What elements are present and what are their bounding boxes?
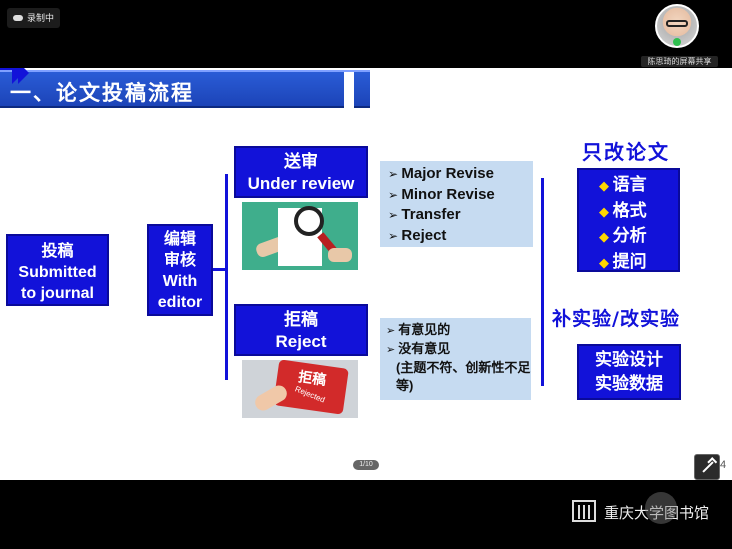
- heading-revise-only: 只改论文: [582, 140, 670, 164]
- under-review-box: 送审 Under review: [234, 146, 368, 198]
- magnifier-icon: [294, 206, 324, 236]
- submitted-line3: to journal: [21, 285, 94, 302]
- list-item: 没有意见: [386, 340, 531, 359]
- submitted-line2: Submitted: [18, 264, 97, 281]
- presenter-name: 陈思琦的屏幕共享: [641, 56, 718, 67]
- list-item: 格式: [599, 199, 678, 225]
- hand-shape: [328, 248, 352, 262]
- presenter-panel[interactable]: 陈思琦的屏幕共享: [641, 4, 718, 68]
- experiment-line2: 实验数据: [595, 374, 663, 393]
- list-item: Reject: [388, 226, 533, 247]
- editor-line1: 编辑: [163, 231, 196, 248]
- submitted-line1: 投稿: [41, 243, 74, 260]
- shared-slide: 一、论文投稿流程 投稿 Submitted to journal 编辑 审核 W…: [0, 68, 732, 480]
- review-line2: Under review: [247, 174, 355, 193]
- reject-key-image: 拒稿 Rejected: [242, 360, 358, 418]
- reject-reasons-list: 有意见的 没有意见 (主题不符、创新性不足等): [380, 318, 531, 400]
- list-item: Minor Revise: [388, 185, 533, 206]
- mic-icon: [673, 38, 681, 46]
- cloud-icon: [13, 15, 23, 21]
- magnifier-image: [242, 202, 358, 270]
- editor-line3: With: [162, 273, 198, 290]
- slide-title: 一、论文投稿流程: [10, 80, 194, 105]
- page-indicator[interactable]: 1/10: [353, 460, 379, 470]
- expand-button[interactable]: [694, 454, 720, 480]
- bracket-right: [541, 178, 544, 386]
- experiment-box: 实验设计 实验数据: [577, 344, 681, 400]
- heading-experiment: 补实验/改实验: [552, 308, 680, 330]
- glasses-icon: [666, 20, 688, 27]
- reject-line2: Reject: [275, 332, 327, 351]
- finger-shape: [252, 382, 290, 414]
- list-item-detail: (主题不符、创新性不足等): [396, 360, 531, 393]
- list-item: 语言: [599, 173, 678, 199]
- reject-box: 拒稿 Reject: [234, 304, 368, 356]
- library-name: 重庆大学图书馆: [604, 504, 710, 522]
- review-outcomes-list: Major Revise Minor Revise Transfer Rejec…: [380, 161, 533, 247]
- experiment-line1: 实验设计: [595, 350, 663, 369]
- bottom-bar: 重庆大学图书馆: [0, 480, 732, 549]
- review-line1: 送审: [284, 152, 318, 171]
- list-item: 提问: [599, 250, 678, 276]
- editor-line2: 审核: [163, 252, 196, 269]
- top-bar: 录制中 陈思琦的屏幕共享: [0, 0, 732, 68]
- recording-label: 录制中: [27, 13, 55, 23]
- bracket-left: [225, 174, 228, 380]
- reject-line1: 拒稿: [284, 310, 318, 329]
- revise-items-box: 语言 格式 分析 提问: [577, 168, 680, 272]
- page-number: 4: [720, 459, 727, 471]
- mic-overlay-icon[interactable]: [645, 492, 677, 524]
- title-accent: [344, 72, 354, 108]
- editor-line4: editor: [157, 294, 203, 311]
- slide-title-bar: 一、论文投稿流程: [0, 70, 370, 108]
- list-item: Transfer: [388, 205, 533, 226]
- bracket-connector: [213, 268, 225, 271]
- editor-box: 编辑 审核 With editor: [147, 224, 213, 316]
- list-item: 分析: [599, 224, 678, 250]
- expand-icon: [702, 461, 714, 473]
- library-logo-icon: [572, 500, 596, 522]
- list-item: 有意见的: [386, 321, 531, 340]
- submitted-box: 投稿 Submitted to journal: [6, 234, 109, 306]
- list-item: Major Revise: [388, 164, 533, 185]
- recording-indicator[interactable]: 录制中: [7, 8, 61, 28]
